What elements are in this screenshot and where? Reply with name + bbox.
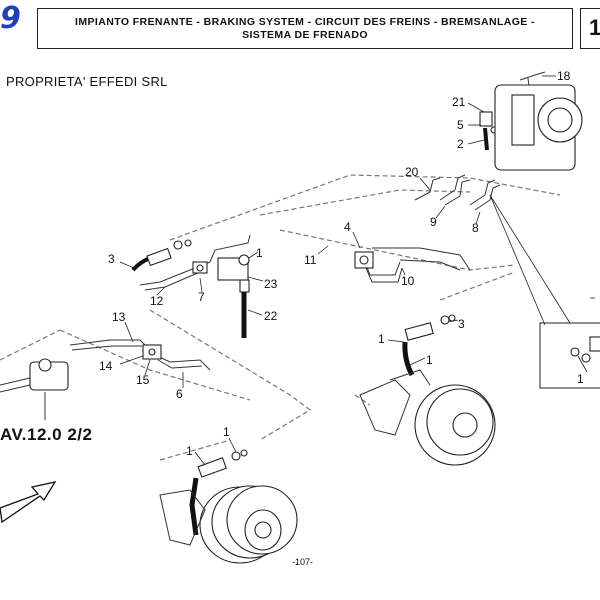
title-line-1: IMPIANTO FRENANTE - BRAKING SYSTEM - CIR… xyxy=(75,15,535,28)
callout-label: 14 xyxy=(99,359,113,373)
leader-lines xyxy=(119,75,595,466)
callout-label: 3 xyxy=(108,252,115,266)
front-disc-brake xyxy=(359,369,496,466)
callout-label: 15 xyxy=(136,373,150,387)
copyright-notice: PROPRIETA' EFFEDI SRL xyxy=(6,74,168,89)
callout-label: 1 xyxy=(186,444,193,458)
callout-labels: 18 21 5 2 20 9 8 4 11 10 1 3 12 7 23 22 … xyxy=(99,69,584,458)
rear-drum-brake xyxy=(159,485,298,564)
fittings xyxy=(142,111,498,461)
callout-label: 6 xyxy=(176,387,183,401)
callout-label: 3 xyxy=(458,317,465,331)
table-number-box: 1 xyxy=(580,8,600,49)
callout-label: 1 xyxy=(426,353,433,367)
brake-hoses xyxy=(131,127,489,536)
callout-label: 22 xyxy=(264,309,278,323)
callout-label: 4 xyxy=(344,220,351,234)
callout-label: 8 xyxy=(472,221,479,235)
callout-label: 1 xyxy=(256,246,263,260)
arrow-icon xyxy=(0,481,57,524)
reference-label: AV.12.0 2/2 xyxy=(0,425,93,444)
footer-page-number: -107- xyxy=(292,557,314,567)
callout-label: 1 xyxy=(577,372,584,386)
callout-label: 20 xyxy=(405,165,419,179)
callout-label: 5 xyxy=(457,118,464,132)
master-cylinder xyxy=(494,84,583,171)
callout-label: 11 xyxy=(304,253,317,267)
left-valve xyxy=(29,358,69,420)
callout-label: 9 xyxy=(430,215,437,229)
callout-label: 1 xyxy=(378,332,385,346)
title-line-2: SISTEMA DE FRENADO xyxy=(242,28,368,41)
callout-label: 13 xyxy=(112,310,126,324)
callout-label: 12 xyxy=(150,294,164,308)
callout-label: 7 xyxy=(198,290,205,304)
callout-label: 10 xyxy=(401,274,415,288)
callout-label: 2 xyxy=(457,137,464,151)
callout-label: 1 xyxy=(223,425,230,439)
callout-label: 18 xyxy=(557,69,571,83)
title-box: IMPIANTO FRENANTE - BRAKING SYSTEM - CIR… xyxy=(37,8,573,49)
pipe-routing xyxy=(0,174,561,461)
table-number: 1 xyxy=(589,15,600,40)
detail-inset xyxy=(489,194,600,389)
callout-label: 21 xyxy=(452,95,466,109)
page-number-fragment: 9 xyxy=(0,1,21,36)
callout-label: 23 xyxy=(264,277,278,291)
